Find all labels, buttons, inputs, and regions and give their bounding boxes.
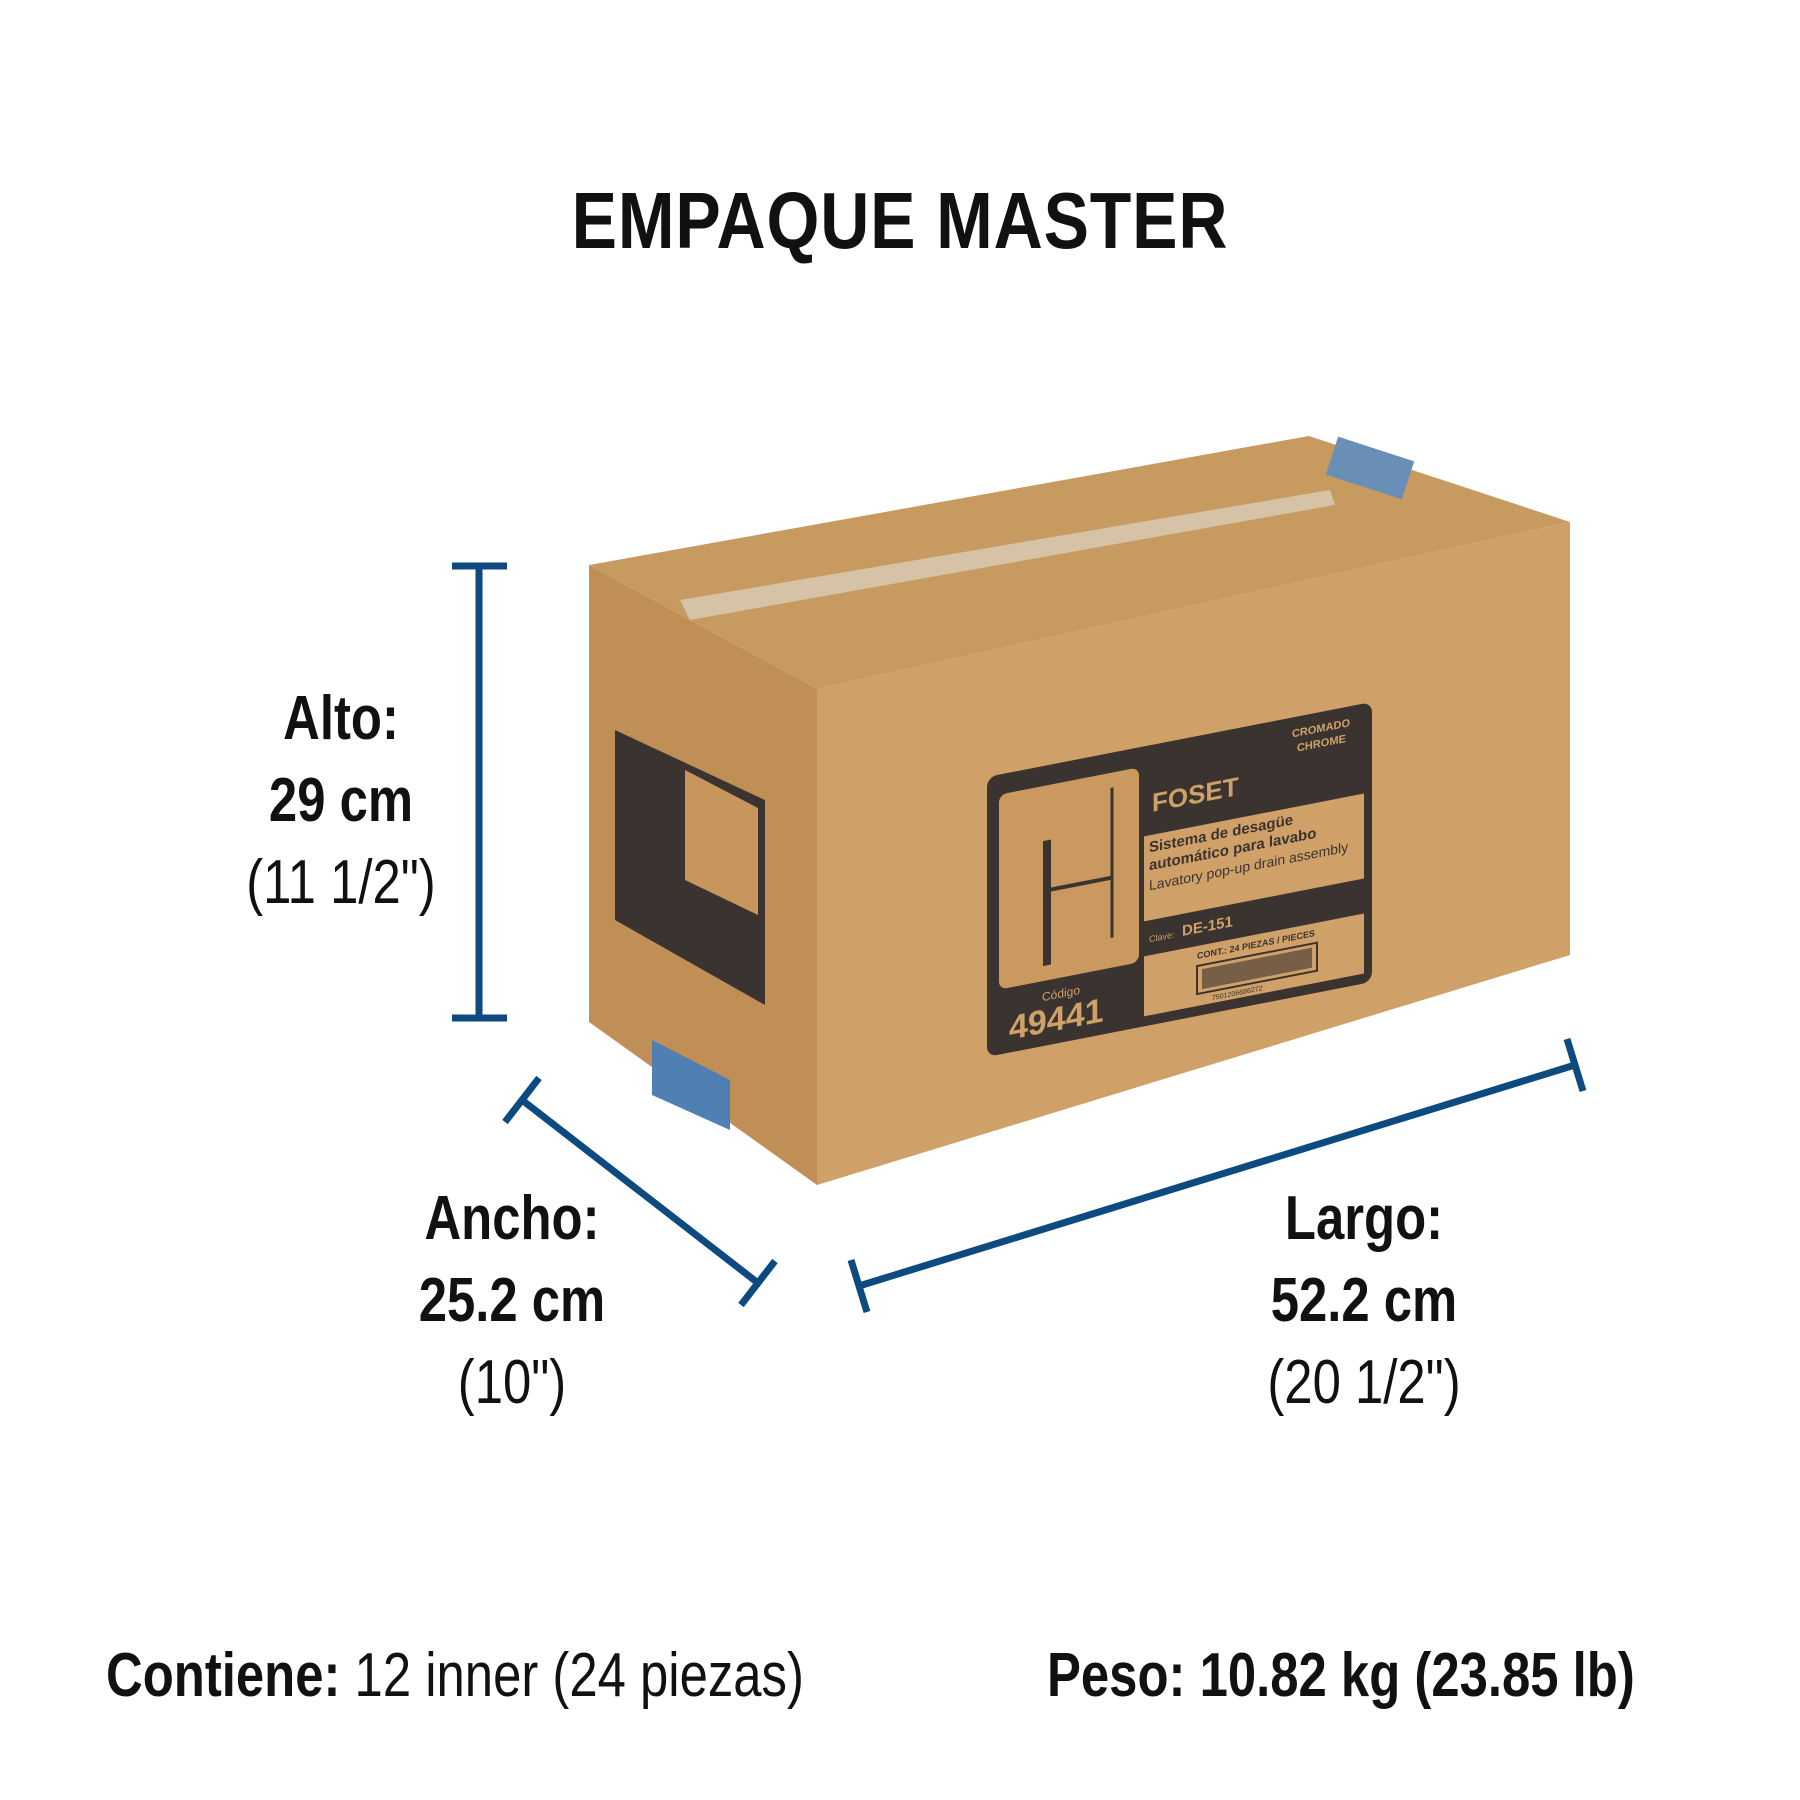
length-label: Largo: 52.2 cm (20 1/2") — [1200, 1178, 1528, 1424]
height-dimension-line — [452, 562, 507, 1022]
height-label: Alto: 29 cm (11 1/2") — [177, 678, 505, 924]
length-metric: 52.2 cm — [1270, 1266, 1458, 1335]
length-imperial: (20 1/2") — [1267, 1348, 1461, 1417]
width-title: Ancho: — [424, 1184, 600, 1253]
weight-value: 10.82 kg (23.85 lb) — [1199, 1641, 1635, 1710]
product-label: FOSET CROMADO CHROME Sistema de desagüe … — [987, 703, 1372, 1056]
weight-label: Peso: — [1047, 1641, 1186, 1710]
contents-label: Contiene: — [106, 1641, 341, 1710]
contents-value: 12 inner (24 piezas) — [354, 1641, 804, 1710]
length-dimension-line — [847, 1037, 1587, 1314]
tape — [680, 490, 1335, 620]
barcode — [1196, 941, 1318, 996]
blue-sticker-end — [652, 1040, 730, 1130]
height-title: Alto: — [283, 684, 399, 753]
end-label-inner — [685, 770, 758, 915]
weight-info: Peso: 10.82 kg (23.85 lb) — [1047, 1640, 1635, 1711]
blue-sticker — [1325, 436, 1415, 500]
height-imperial: (11 1/2") — [246, 848, 436, 917]
page-title: EMPAQUE MASTER — [571, 176, 1229, 265]
height-metric: 29 cm — [268, 766, 414, 835]
length-title: Largo: — [1284, 1184, 1444, 1253]
width-metric: 25.2 cm — [418, 1266, 606, 1335]
width-label: Ancho: 25.2 cm (10") — [348, 1178, 676, 1424]
width-dimension-line — [502, 1075, 778, 1308]
width-imperial: (10") — [457, 1348, 567, 1417]
contents-info: Contiene: 12 inner (24 piezas) — [106, 1640, 804, 1711]
